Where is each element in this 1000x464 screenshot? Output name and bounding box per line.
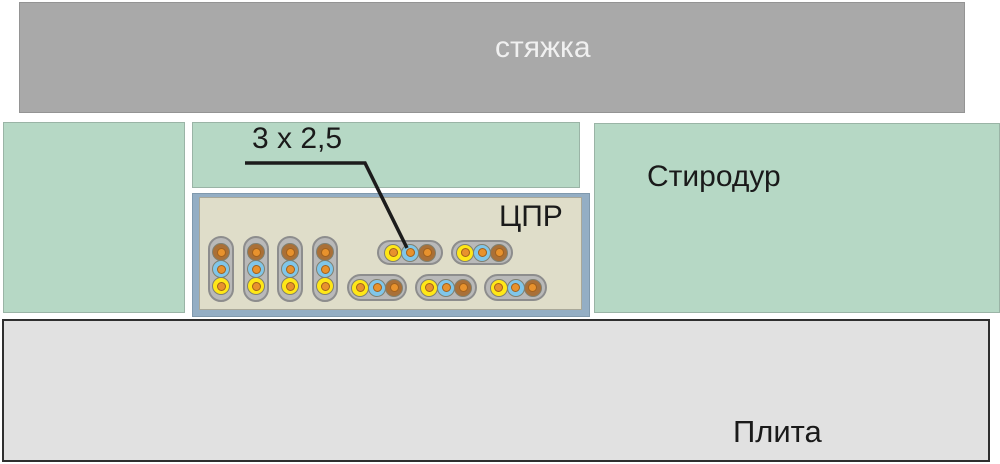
copper-conductor [372, 283, 382, 292]
cable-horizontal [451, 240, 513, 265]
copper-conductor [477, 248, 487, 257]
cable-vertical [312, 236, 338, 302]
copper-conductor [389, 283, 399, 292]
core-yellow [420, 278, 438, 297]
core-yellow [212, 277, 230, 295]
copper-conductor [355, 283, 365, 292]
core-brown [212, 243, 230, 261]
copper-conductor [320, 281, 330, 291]
core-blue [212, 260, 230, 278]
copper-conductor [320, 247, 330, 257]
copper-conductor [251, 264, 261, 274]
copper-conductor [458, 283, 468, 292]
cable-horizontal [377, 240, 443, 265]
core-yellow [384, 243, 402, 262]
copper-conductor [405, 248, 415, 257]
cable-vertical [243, 236, 269, 302]
core-brown [247, 243, 265, 261]
core-yellow [489, 278, 508, 297]
slab-label: Плита [733, 414, 822, 449]
slab-layer [2, 319, 990, 462]
core-blue [368, 278, 386, 297]
core-yellow [456, 243, 474, 262]
copper-conductor [460, 248, 470, 257]
insulation-left-block [3, 122, 185, 313]
cable-vertical [208, 236, 234, 302]
copper-conductor [424, 283, 434, 292]
core-blue [506, 278, 525, 297]
core-brown [490, 243, 508, 262]
core-brown [454, 278, 472, 297]
copper-conductor [441, 283, 451, 292]
copper-conductor [285, 247, 295, 257]
copper-conductor [511, 283, 520, 292]
core-blue [401, 243, 419, 262]
copper-conductor [388, 248, 398, 257]
copper-conductor [422, 248, 432, 257]
core-blue [437, 278, 455, 297]
copper-conductor [528, 283, 537, 292]
screed-label: стяжка [495, 31, 591, 64]
core-yellow [281, 277, 299, 295]
copper-conductor [285, 281, 295, 291]
copper-conductor [216, 281, 226, 291]
cable-vertical [277, 236, 303, 302]
core-blue [473, 243, 491, 262]
core-blue [316, 260, 334, 278]
mortar-label: ЦПР [499, 200, 563, 233]
cable-horizontal [484, 274, 547, 301]
core-brown [385, 278, 403, 297]
copper-conductor [216, 247, 226, 257]
core-brown [418, 243, 436, 262]
copper-conductor [216, 264, 226, 274]
copper-conductor [320, 264, 330, 274]
copper-conductor [494, 283, 503, 292]
core-brown [281, 243, 299, 261]
copper-conductor [285, 264, 295, 274]
core-blue [247, 260, 265, 278]
cable-callout-label: 3 x 2,5 [252, 122, 343, 155]
core-yellow [351, 278, 369, 297]
core-yellow [316, 277, 334, 295]
copper-conductor [251, 281, 261, 291]
insulation-label: Стиродур [647, 160, 781, 193]
core-yellow [247, 277, 265, 295]
copper-conductor [494, 248, 504, 257]
cable-horizontal [347, 274, 407, 301]
screed-layer [19, 2, 965, 113]
insulation-right-block [594, 123, 1000, 313]
core-brown [316, 243, 334, 261]
core-blue [281, 260, 299, 278]
cable-horizontal [415, 274, 477, 301]
copper-conductor [251, 247, 261, 257]
core-brown [523, 278, 542, 297]
